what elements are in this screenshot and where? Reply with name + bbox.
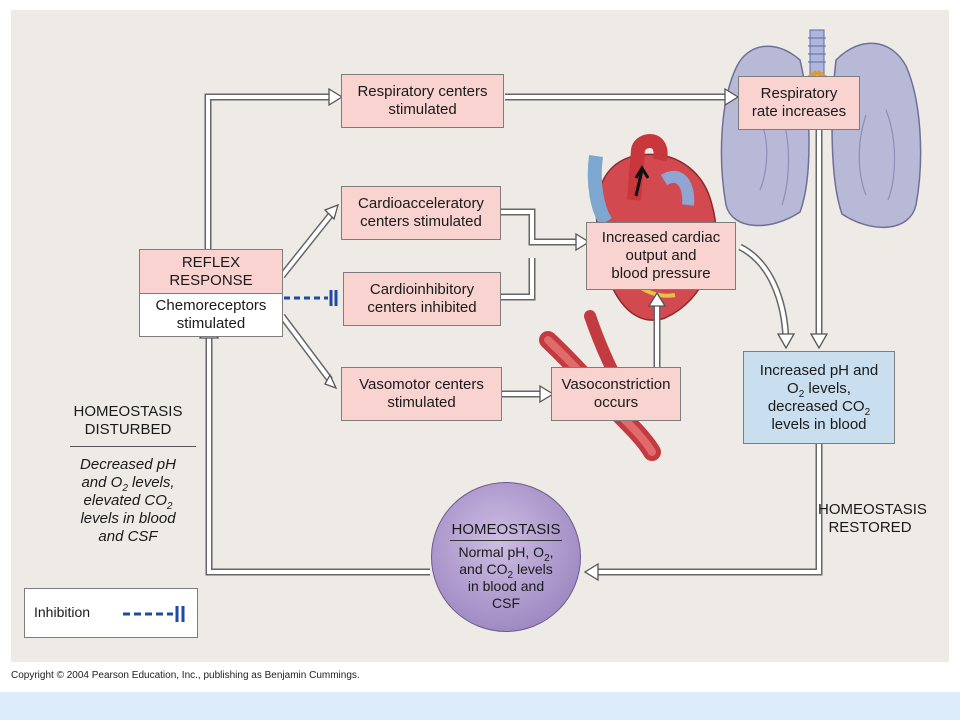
reflex-response-line1: REFLEX — [181, 253, 241, 271]
chemoreceptors-line2: stimulated — [176, 315, 246, 332]
increased-ph-line3: decreased CO2 — [767, 397, 871, 418]
homeostasis-circle: HOMEOSTASIS Normal pH, O2, and CO2 level… — [431, 482, 581, 632]
legend-inhibition-symbol — [123, 606, 185, 622]
vasomotor-line2: stimulated — [387, 394, 456, 411]
bottom-band — [0, 692, 960, 720]
respiratory-centers-line1: Respiratory centers — [357, 83, 488, 100]
homeostasis-circle-text: Normal pH, O2, and CO2 levels in blood a… — [458, 544, 554, 611]
reflex-response-line2: RESPONSE — [169, 271, 253, 289]
cardioinhibitory-line1: Cardioinhibitory — [369, 281, 475, 298]
cardioinhibitory-line2: centers inhibited — [367, 299, 477, 316]
cardioacceleratory-line2: centers stimulated — [360, 213, 482, 230]
increased-cardiac-output-box: Increased cardiac output and blood press… — [586, 222, 736, 290]
reflex-response-box: REFLEX RESPONSE — [139, 249, 283, 294]
arrow-cardio-to-output — [500, 208, 582, 301]
increased-ph-line4: levels in blood — [771, 415, 867, 433]
increased-cardiac-line3: blood pressure — [611, 265, 711, 282]
cardioacceleratory-box: Cardioacceleratory centers stimulated — [341, 186, 501, 240]
respiratory-rate-line1: Respiratory — [760, 85, 838, 102]
chemoreceptors-box: Chemoreceptors stimulated — [139, 293, 283, 337]
homeostasis-disturbed-text: Decreased pH and O2 levels, elevated CO2… — [80, 456, 176, 545]
legend-box: Inhibition — [24, 588, 198, 638]
homeostasis-circle-title: HOMEOSTASIS — [451, 521, 561, 538]
arrow-restored-to-homeostasis — [592, 444, 823, 576]
copyright-text: Copyright © 2004 Pearson Education, Inc.… — [11, 670, 360, 681]
homeostasis-circle-divider — [450, 540, 562, 541]
inhibition-symbol — [284, 290, 338, 306]
increased-ph-line1: Increased pH and — [759, 361, 879, 379]
respiratory-rate-line2: rate increases — [751, 103, 847, 120]
increased-cardiac-line1: Increased cardiac — [601, 229, 721, 246]
respiratory-centers-line2: stimulated — [388, 101, 457, 118]
increased-ph-box: Increased pH and O2 levels, decreased CO… — [743, 351, 895, 444]
vasoconstriction-line2: occurs — [593, 394, 639, 411]
cardioacceleratory-line1: Cardioacceleratory — [358, 195, 484, 212]
increased-cardiac-line2: output and — [625, 247, 697, 264]
increased-ph-line2: O2 levels, — [787, 379, 851, 400]
respiratory-centers-box: Respiratory centers stimulated — [341, 74, 504, 128]
vasomotor-line1: Vasomotor centers — [359, 376, 484, 393]
legend-label: Inhibition — [34, 604, 91, 620]
vasoconstriction-line1: Vasoconstriction — [561, 376, 671, 393]
disturbed-divider — [70, 446, 196, 447]
arrow-reflex-to-respiratory — [204, 93, 335, 249]
cardioinhibitory-box: Cardioinhibitory centers inhibited — [343, 272, 501, 326]
vasomotor-centers-box: Vasomotor centers stimulated — [341, 367, 502, 421]
respiratory-rate-box: Respiratory rate increases — [738, 76, 860, 130]
chemoreceptors-line1: Chemoreceptors — [155, 297, 267, 314]
vasoconstriction-box: Vasoconstriction occurs — [551, 367, 681, 421]
